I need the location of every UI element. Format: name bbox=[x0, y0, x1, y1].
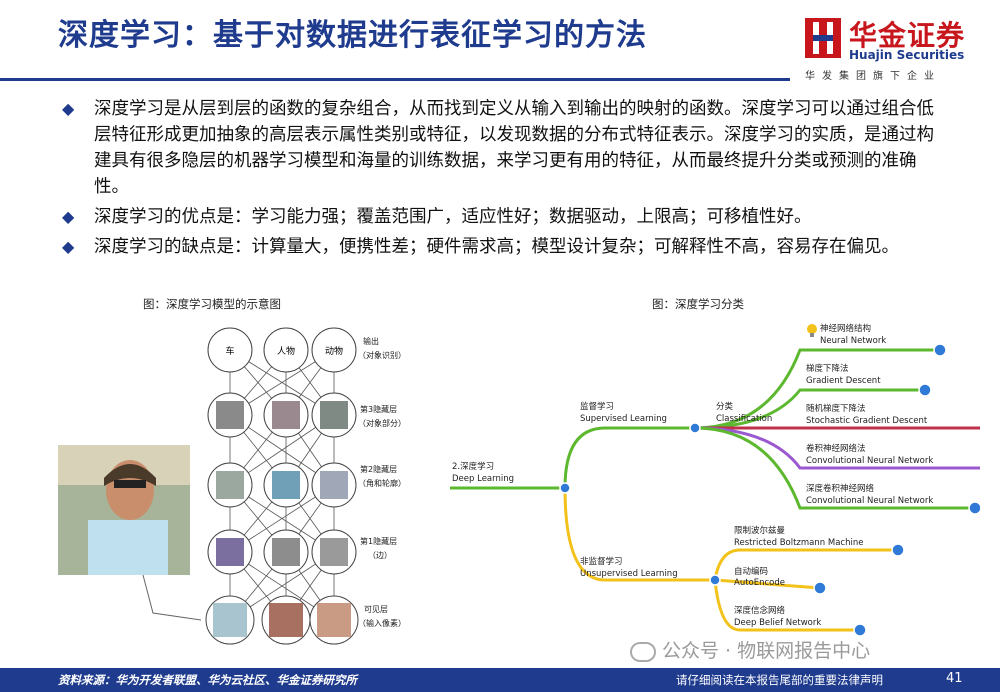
leaf-label-cn: 卷积神经网络法 bbox=[806, 443, 866, 454]
output-label: 车 bbox=[225, 345, 234, 357]
logo-tagline: 华发集团旗下企业 bbox=[805, 71, 941, 82]
supervised-label-en: Supervised Learning bbox=[580, 414, 667, 424]
leaf-label-en: Deep Belief Network bbox=[734, 618, 821, 628]
leaf-label-en: Gradient Descent bbox=[806, 376, 881, 386]
layer-name: 第1隐藏层 bbox=[360, 536, 397, 546]
unsupervised-label-cn: 非监督学习 bbox=[580, 556, 623, 567]
logo-name-en: Huajin Securities bbox=[849, 48, 965, 62]
footer-bar: 资料来源：华为开发者联盟、华为云社区、华金证券研究所 请仔细阅读在本报告尾部的重… bbox=[0, 668, 1000, 692]
lightbulb-icon bbox=[807, 324, 817, 337]
bullet-item: ◆ 深度学习的优点是：学习能力强；覆盖范围广，适应性好；数据驱动，上限高；可移植性… bbox=[58, 204, 948, 230]
expand-nodes bbox=[559, 343, 980, 637]
root-label-cn: 2.深度学习 bbox=[452, 461, 494, 472]
diamond-icon: ◆ bbox=[62, 99, 75, 118]
bullet-list: ◆ 深度学习是从层到层的函数的复杂组合，从而找到定义从输入到输出的映射的函数。深度… bbox=[58, 96, 948, 264]
bullet-item: ◆ 深度学习的缺点是：计算量大，便携性差；硬件需求高；模型设计复杂；可解释性不高，… bbox=[58, 234, 948, 260]
output-nodes: 车 人物 动物 bbox=[207, 327, 357, 373]
layer-sub: （对象识别） bbox=[358, 350, 406, 360]
plus-icon[interactable] bbox=[709, 574, 721, 586]
diamond-icon: ◆ bbox=[62, 207, 75, 226]
deep-model-diagram: 车 人物 动物 输出 （对象识别） 第3隐藏层 （对象部分） 第2隐藏层 （角和… bbox=[58, 327, 406, 645]
leaf-label-cn: 梯度下降法 bbox=[806, 363, 849, 374]
company-logo: 华金证券 Huajin Securities 华发集团旗下企业 bbox=[805, 12, 985, 82]
plus-icon[interactable] bbox=[813, 581, 827, 595]
plus-icon[interactable] bbox=[853, 623, 867, 637]
root-label-en: Deep Learning bbox=[452, 474, 514, 484]
bullet-item: ◆ 深度学习是从层到层的函数的复杂组合，从而找到定义从输入到输出的映射的函数。深度… bbox=[58, 96, 948, 200]
plus-icon[interactable] bbox=[559, 482, 571, 494]
supervised-label-cn: 监督学习 bbox=[580, 401, 614, 412]
layer-sub: （输入像素） bbox=[358, 618, 406, 628]
bullet-text: 深度学习的缺点是：计算量大，便携性差；硬件需求高；模型设计复杂；可解释性不高，容… bbox=[94, 237, 899, 257]
plus-icon[interactable] bbox=[891, 543, 905, 557]
wechat-icon bbox=[630, 641, 656, 662]
minus-icon[interactable] bbox=[918, 383, 932, 397]
visible-nodes bbox=[205, 595, 359, 645]
logo-name-cn: 华金证券 bbox=[849, 19, 966, 52]
leaf-label-en: Neural Network bbox=[820, 336, 886, 346]
plus-icon[interactable] bbox=[968, 501, 980, 515]
leaf-label-cn: 自动编码 bbox=[734, 566, 768, 577]
minus-icon[interactable] bbox=[933, 343, 947, 357]
layer-sub: （对象部分） bbox=[358, 418, 406, 428]
layer-sub: （边） bbox=[368, 550, 392, 560]
leaf-label-en: Restricted Boltzmann Machine bbox=[734, 538, 863, 548]
input-photo bbox=[58, 445, 190, 575]
leaf-label-en: AutoEncode bbox=[734, 578, 785, 588]
layer-name: 第2隐藏层 bbox=[360, 464, 397, 474]
leaf-label-en: Stochastic Gradient Descent bbox=[806, 416, 928, 426]
hidden-nodes bbox=[207, 392, 357, 575]
header-rule bbox=[0, 78, 790, 81]
page-number: 41 bbox=[946, 671, 963, 686]
leaf-label-cn: 限制波尔兹曼 bbox=[734, 525, 786, 536]
figure2-caption: 图：深度学习分类 bbox=[652, 297, 744, 311]
watermark: 公众号 · 物联网报告中心 bbox=[630, 636, 870, 663]
page-title: 深度学习：基于对数据进行表征学习的方法 bbox=[58, 18, 647, 53]
leaf-label-en: Convolutional Neural Network bbox=[806, 496, 933, 506]
leaf-label-cn: 随机梯度下降法 bbox=[806, 403, 866, 414]
footer-disclaimer-link[interactable]: 请仔细阅读在本报告尾部的重要法律声明 bbox=[676, 673, 883, 687]
classification-mindmap: 2.深度学习 Deep Learning 监督学习 Supervised Lea… bbox=[450, 323, 980, 637]
figure1-caption: 图：深度学习模型的示意图 bbox=[143, 297, 281, 311]
leaf-label-cn: 深度卷积神经网络 bbox=[806, 483, 875, 494]
output-label: 人物 bbox=[277, 345, 295, 357]
unsupervised-label-en: Unsupervised Learning bbox=[580, 569, 678, 579]
classification-label-en: Classification bbox=[716, 414, 772, 424]
bullet-text: 深度学习的优点是：学习能力强；覆盖范围广，适应性好；数据驱动，上限高；可移植性好… bbox=[94, 207, 812, 227]
watermark-text: 公众号 · 物联网报告中心 bbox=[662, 640, 871, 662]
output-label: 动物 bbox=[325, 345, 343, 357]
leaf-label-en: Convolutional Neural Network bbox=[806, 456, 933, 466]
layer-name: 输出 bbox=[363, 336, 379, 346]
layer-name: 第3隐藏层 bbox=[360, 404, 397, 414]
bullet-text: 深度学习是从层到层的函数的复杂组合，从而找到定义从输入到输出的映射的函数。深度学… bbox=[94, 99, 934, 197]
footer-source: 资料来源：华为开发者联盟、华为云社区、华金证券研究所 bbox=[58, 673, 357, 687]
mindmap-labels: 2.深度学习 Deep Learning 监督学习 Supervised Lea… bbox=[452, 323, 933, 628]
logo-mark-icon bbox=[805, 18, 841, 58]
classification-label-cn: 分类 bbox=[716, 401, 734, 412]
layer-sub: （角和轮廓） bbox=[358, 478, 406, 488]
leaf-label-cn: 神经网络结构 bbox=[820, 323, 871, 334]
diamond-icon: ◆ bbox=[62, 237, 75, 256]
layer-labels: 输出 （对象识别） 第3隐藏层 （对象部分） 第2隐藏层 （角和轮廓） 第1隐藏… bbox=[358, 336, 406, 628]
plus-icon[interactable] bbox=[689, 422, 701, 434]
leaf-label-cn: 深度信念网络 bbox=[734, 605, 786, 616]
layer-name: 可见层 bbox=[364, 605, 388, 614]
branches bbox=[450, 348, 980, 632]
